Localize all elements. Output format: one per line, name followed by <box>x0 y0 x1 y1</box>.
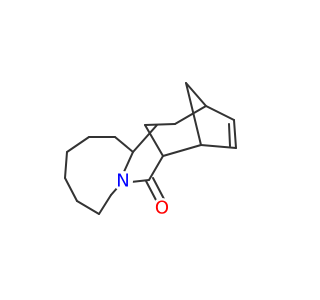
bond-nb-c2-c1 <box>162 144 202 157</box>
bond-c7-c8 <box>76 200 100 215</box>
o-atom-bg <box>152 198 172 218</box>
bond-c2-methyl <box>132 124 158 153</box>
nitrogen-atom-label: N <box>116 171 129 192</box>
bond-nb-c3-c4 <box>144 123 176 126</box>
bond-nb-c4-c3b <box>174 105 207 125</box>
bond-n-c2 <box>122 151 134 175</box>
bond-nb-c6-c5 <box>233 119 237 149</box>
bond-nb-c1-c6 <box>200 144 237 149</box>
bond-nb-alkene-inner <box>228 123 231 147</box>
molecule-structure: N O <box>64 82 237 219</box>
bond-nb-c4-c7 <box>185 82 207 107</box>
oxygen-atom-label: O <box>155 198 169 219</box>
bond-carbonyl-nb <box>148 155 164 181</box>
n-atom-bg <box>113 171 133 191</box>
bond-nb-c5-c4 <box>205 105 235 121</box>
bond-carbonyl-o-a <box>145 180 158 203</box>
bond-c5-c6 <box>64 151 68 179</box>
bond-c2-c3 <box>114 136 134 153</box>
bond-nb-c2-c3 <box>144 124 164 157</box>
bond-c6-c7 <box>64 177 78 202</box>
bond-c4-c5 <box>66 136 90 153</box>
bond-c8-c9 <box>98 194 112 215</box>
bond-nb-c7-c1 <box>185 82 202 146</box>
bond-carbonyl-o-b <box>152 177 165 200</box>
